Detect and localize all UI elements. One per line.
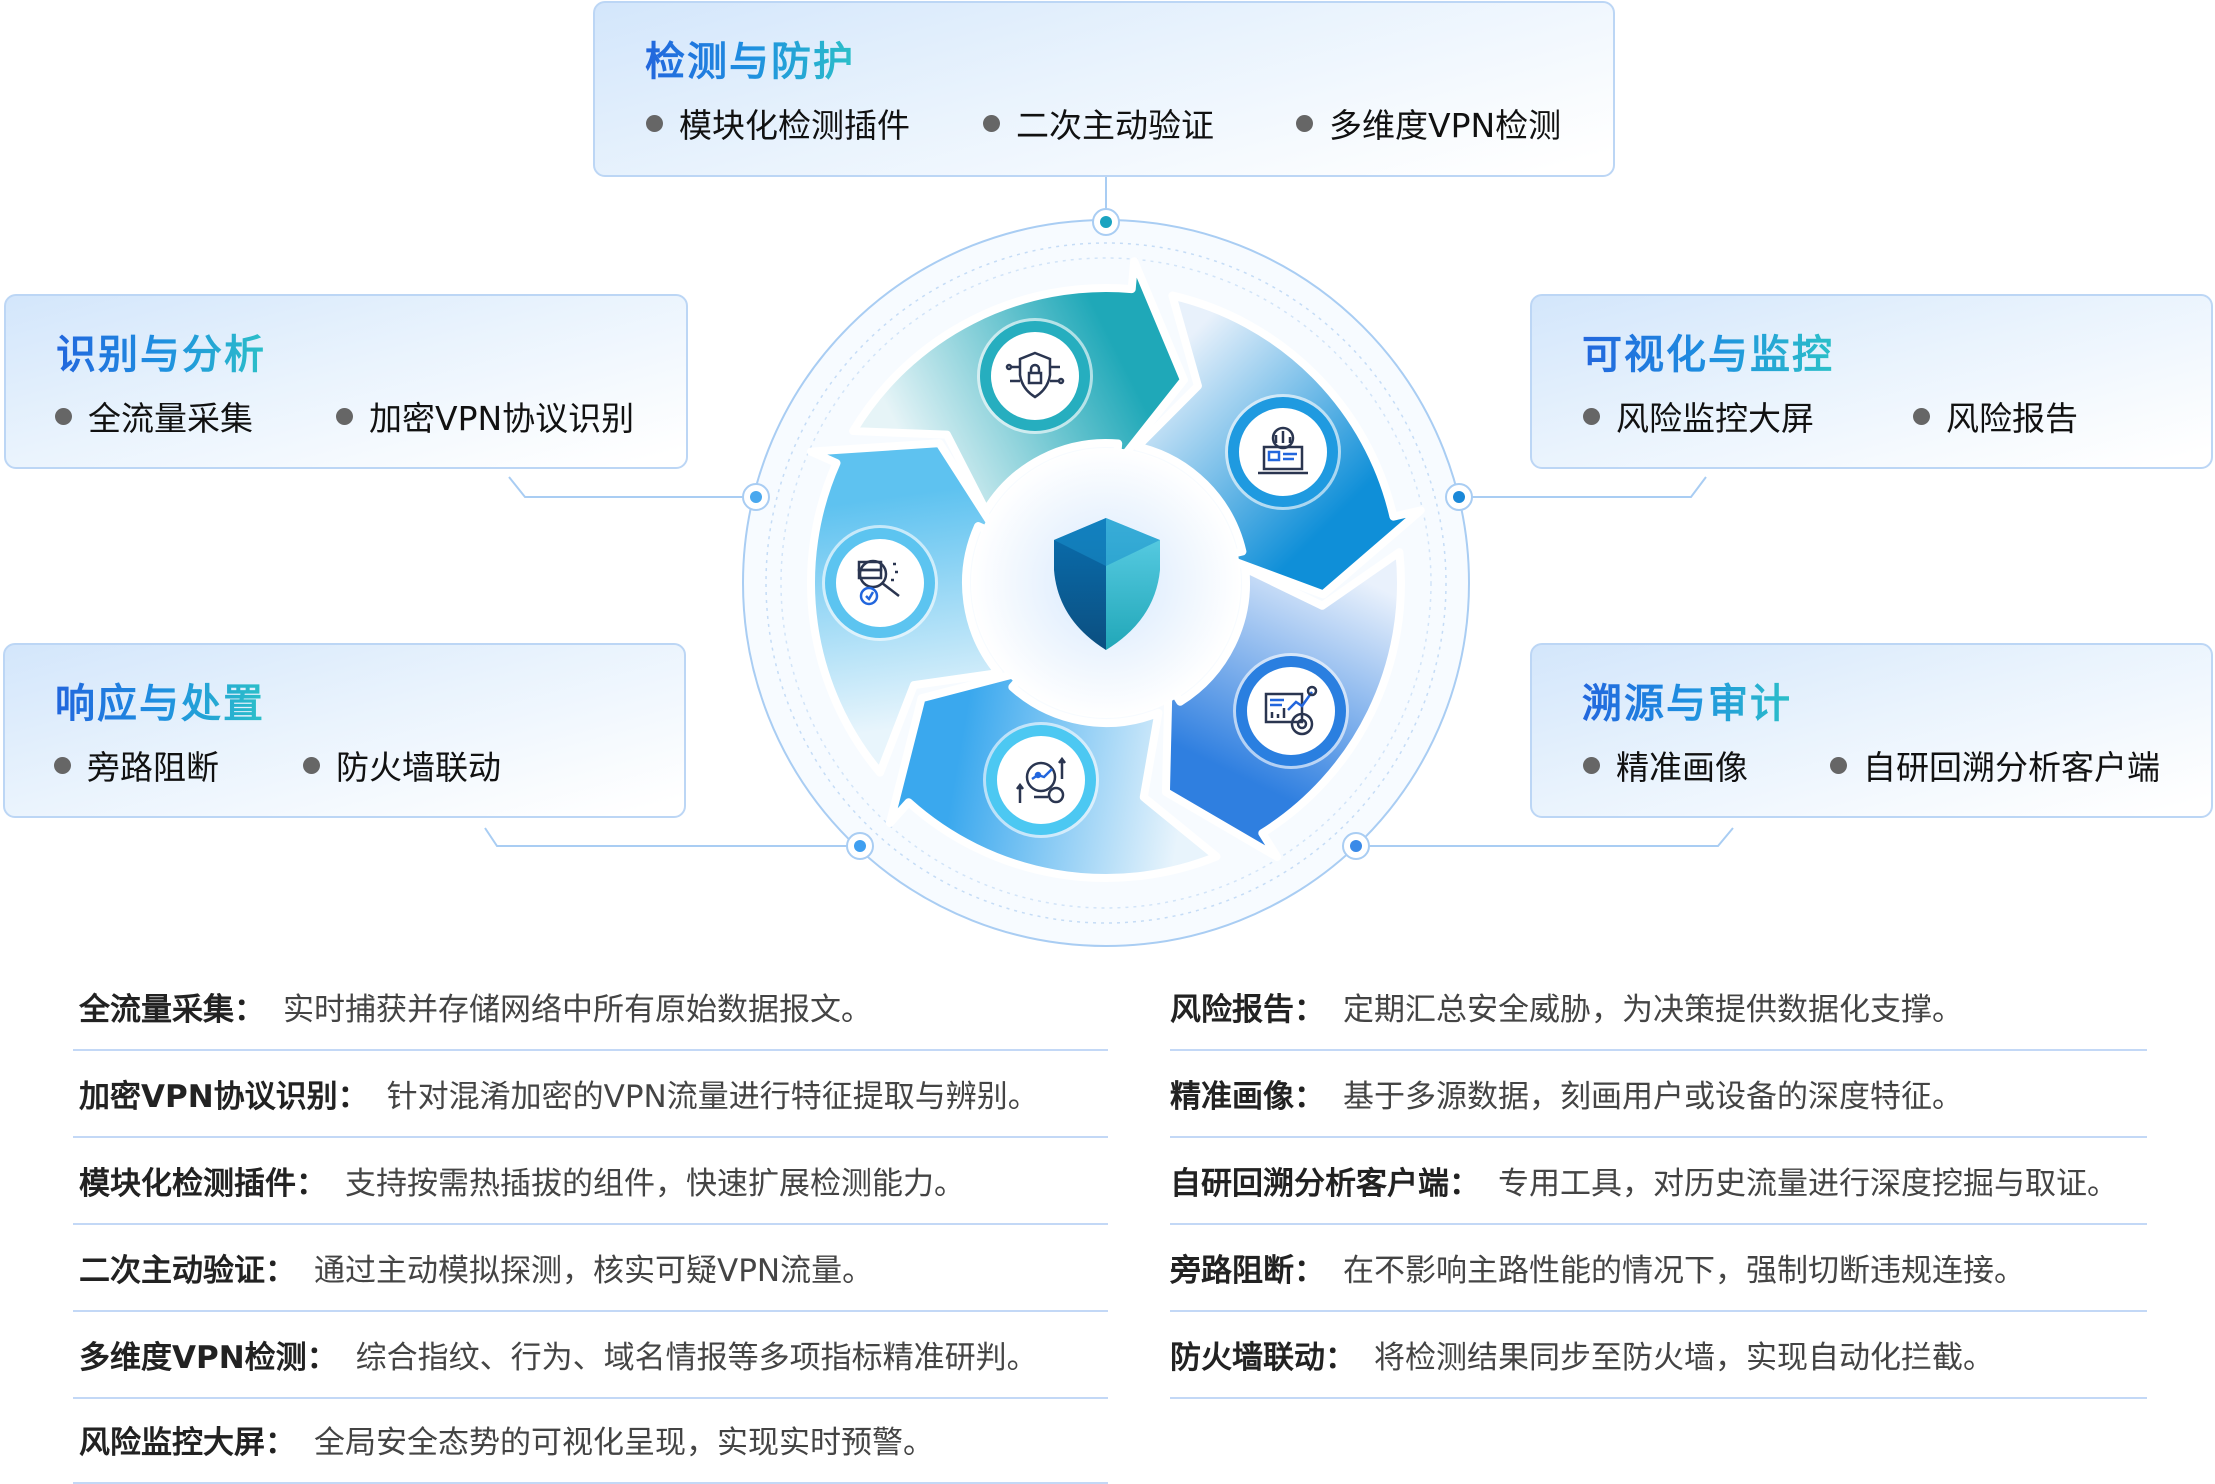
box-title: 检测与防护 xyxy=(645,29,855,87)
bullet-dot xyxy=(336,407,353,425)
description-row: 风险监控大屏： 全局安全态势的可视化呈现，实现实时预警。 xyxy=(73,1397,1108,1484)
row-label: 防火墙联动： xyxy=(1170,1340,1356,1376)
row-label: 风险报告： xyxy=(1170,992,1325,1028)
bullet-item: 多维度VPN检测 xyxy=(1296,99,1561,147)
bullet-dot xyxy=(983,114,1000,132)
description-row: 多维度VPN检测： 综合指纹、行为、域名情报等多项指标精准研判。 xyxy=(73,1312,1108,1399)
bullet-label: 多维度VPN检测 xyxy=(1329,106,1562,145)
dashboard-chart-icon xyxy=(1236,656,1346,766)
bullet-dot xyxy=(1583,756,1600,774)
bullet-label: 旁路阻断 xyxy=(87,748,219,787)
box-title: 可视化与监控 xyxy=(1582,322,1834,380)
row-label: 二次主动验证： xyxy=(79,1253,296,1289)
bullet-dot xyxy=(303,756,320,774)
description-row: 防火墙联动： 将检测结果同步至防火墙，实现自动化拦截。 xyxy=(1170,1312,2147,1399)
row-text: 将检测结果同步至防火墙，实现自动化拦截。 xyxy=(1374,1340,1994,1376)
bullet-label: 二次主动验证 xyxy=(1016,106,1214,145)
bullet-label: 精准画像 xyxy=(1616,748,1748,787)
connector-node-dot xyxy=(1100,216,1112,228)
description-row: 加密VPN协议识别： 针对混淆加密的VPN流量进行特征提取与辨别。 xyxy=(73,1051,1108,1138)
connector-node-dot xyxy=(750,491,762,503)
description-row: 精准画像： 基于多源数据，刻画用户或设备的深度特征。 xyxy=(1170,1051,2147,1138)
box-title: 响应与处置 xyxy=(55,671,265,729)
row-text: 全局安全态势的可视化呈现，实现实时预警。 xyxy=(314,1425,934,1461)
bullet-dot xyxy=(54,756,71,774)
bullet-item: 风险报告 xyxy=(1913,392,2078,440)
description-row: 全流量采集： 实时捕获并存储网络中所有原始数据报文。 xyxy=(73,964,1108,1051)
bullet-dot xyxy=(55,407,72,425)
row-text: 基于多源数据，刻画用户或设备的深度特征。 xyxy=(1343,1079,1963,1115)
description-row: 模块化检测插件： 支持按需热插拔的组件，快速扩展检测能力。 xyxy=(73,1138,1108,1225)
row-text: 在不影响主路性能的情况下，强制切断违规连接。 xyxy=(1343,1253,2025,1289)
bullet-item: 加密VPN协议识别 xyxy=(336,392,634,440)
bullet-label: 防火墙联动 xyxy=(336,748,501,787)
box-title: 识别与分析 xyxy=(56,322,266,380)
bullet-label: 全流量采集 xyxy=(88,399,253,438)
bullet-label: 模块化检测插件 xyxy=(679,106,910,145)
bullet-item: 风险监控大屏 xyxy=(1583,392,1814,440)
row-text: 实时捕获并存储网络中所有原始数据报文。 xyxy=(283,992,872,1028)
row-label: 风险监控大屏： xyxy=(79,1425,296,1461)
description-row: 旁路阻断： 在不影响主路性能的情况下，强制切断违规连接。 xyxy=(1170,1225,2147,1312)
shield-network-icon xyxy=(980,321,1090,431)
row-label: 全流量采集： xyxy=(79,992,265,1028)
server-search-icon xyxy=(825,528,935,638)
box-identify-analyze: 识别与分析 全流量采集 加密VPN协议识别 xyxy=(4,294,688,469)
bullet-dot xyxy=(1296,114,1313,132)
bullet-label: 加密VPN协议识别 xyxy=(369,399,635,438)
row-label: 精准画像： xyxy=(1170,1079,1325,1115)
bullet-dot xyxy=(646,114,663,132)
box-trace-audit: 溯源与审计 精准画像 自研回溯分析客户端 xyxy=(1530,643,2213,818)
bullet-dot xyxy=(1830,756,1847,774)
bullet-dot xyxy=(1913,407,1930,425)
shield-icon xyxy=(1054,518,1160,650)
bullet-label: 风险报告 xyxy=(1946,399,2078,438)
description-row: 风险报告： 定期汇总安全威胁，为决策提供数据化支撑。 xyxy=(1170,964,2147,1051)
bullet-item: 旁路阻断 xyxy=(54,741,219,789)
bullet-label: 自研回溯分析客户端 xyxy=(1863,748,2160,787)
bullet-item: 精准画像 xyxy=(1583,741,1748,789)
box-visual-monitor: 可视化与监控 风险监控大屏 风险报告 xyxy=(1530,294,2213,469)
connector-node-dot xyxy=(1350,840,1362,852)
bullet-item: 防火墙联动 xyxy=(303,741,501,789)
connector-node-dot xyxy=(854,840,866,852)
row-label: 自研回溯分析客户端： xyxy=(1170,1166,1480,1202)
box-respond-handle: 响应与处置 旁路阻断 防火墙联动 xyxy=(3,643,686,818)
row-text: 综合指纹、行为、域名情报等多项指标精准研判。 xyxy=(355,1340,1038,1376)
bullet-item: 二次主动验证 xyxy=(983,99,1214,147)
description-row: 自研回溯分析客户端： 专用工具，对历史流量进行深度挖掘与取证。 xyxy=(1170,1138,2147,1225)
bullet-item: 模块化检测插件 xyxy=(646,99,910,147)
box-title: 溯源与审计 xyxy=(1582,671,1792,729)
row-text: 定期汇总安全威胁，为决策提供数据化支撑。 xyxy=(1343,992,1963,1028)
connector-lines xyxy=(484,177,1734,847)
laptop-analytics-icon xyxy=(1228,397,1338,507)
row-label: 多维度VPN检测： xyxy=(79,1340,338,1376)
bullet-item: 全流量采集 xyxy=(55,392,253,440)
row-label: 模块化检测插件： xyxy=(79,1166,327,1202)
row-label: 加密VPN协议识别： xyxy=(79,1079,369,1115)
bullet-dot xyxy=(1583,407,1600,425)
row-text: 支持按需热插拔的组件，快速扩展检测能力。 xyxy=(345,1166,965,1202)
bullet-label: 风险监控大屏 xyxy=(1616,399,1814,438)
connector-node-dot xyxy=(1453,491,1465,503)
box-detect-protect: 检测与防护 模块化检测插件 二次主动验证 多维度VPN检测 xyxy=(593,1,1615,177)
row-text: 专用工具，对历史流量进行深度挖掘与取证。 xyxy=(1498,1166,2118,1202)
bullet-item: 自研回溯分析客户端 xyxy=(1830,741,2160,789)
growth-gear-icon xyxy=(986,725,1096,835)
row-text: 针对混淆加密的VPN流量进行特征提取与辨别。 xyxy=(386,1079,1039,1115)
row-text: 通过主动模拟探测，核实可疑VPN流量。 xyxy=(314,1253,874,1289)
row-label: 旁路阻断： xyxy=(1170,1253,1325,1289)
description-row: 二次主动验证： 通过主动模拟探测，核实可疑VPN流量。 xyxy=(73,1225,1108,1312)
